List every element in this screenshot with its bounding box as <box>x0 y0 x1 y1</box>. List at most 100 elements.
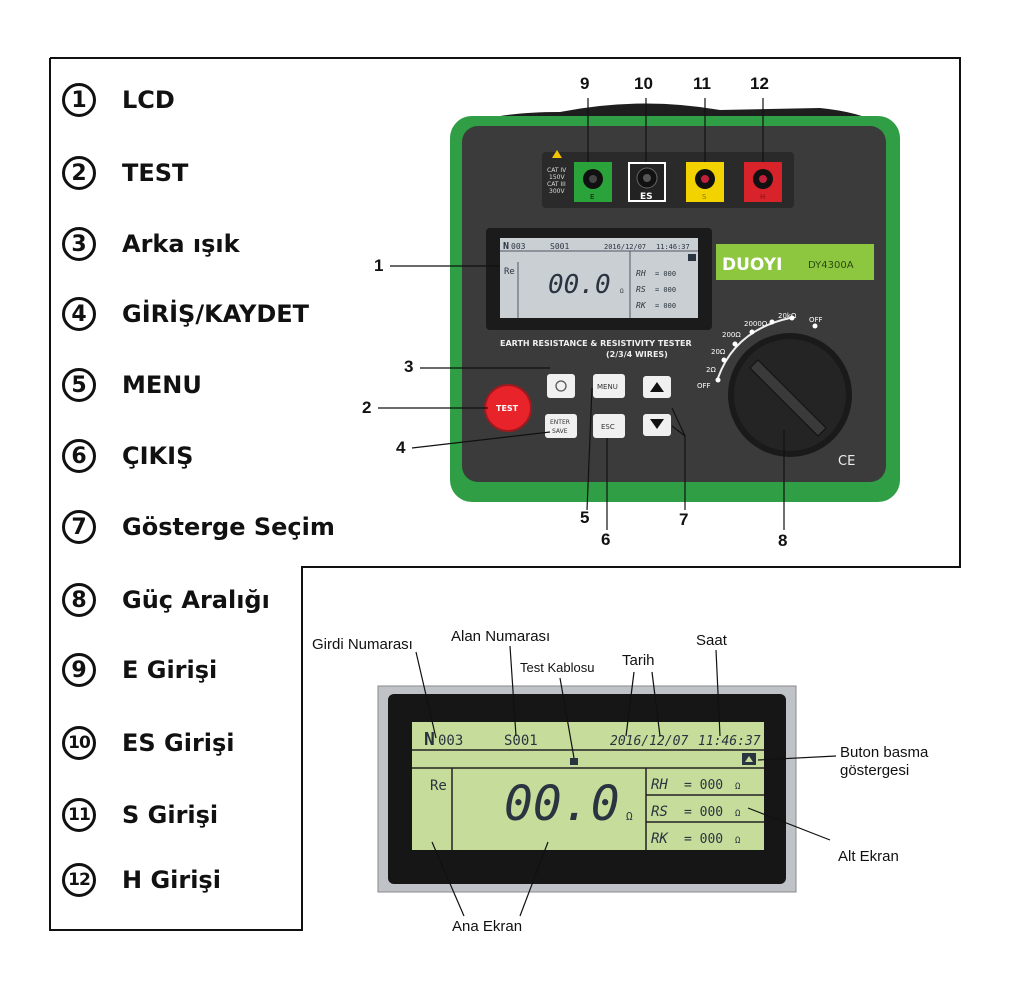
annotation-test-lead: Test Kablosu <box>520 660 595 675</box>
legend-label: H Girişi <box>122 866 221 894</box>
legend-label: Gösterge Seçim <box>122 513 335 541</box>
lcd-main-value: 00.0 <box>504 776 620 832</box>
legend-item-exit: 6 ÇIKIŞ <box>62 436 193 476</box>
small-lcd-main-value: 00.0 <box>548 270 611 300</box>
test-button[interactable]: TEST <box>484 384 532 432</box>
legend-label: Güç Aralığı <box>122 586 270 614</box>
small-lcd-rs-value: = 000 <box>655 286 676 294</box>
legend-label: GİRİŞ/KAYDET <box>122 300 310 328</box>
small-lcd-record-prefix: N <box>503 241 509 252</box>
dial-label: 2000Ω <box>744 320 768 328</box>
lcd-rs-unit: Ω <box>735 809 741 819</box>
legend-label: E Girişi <box>122 656 218 684</box>
lcd-rh-value: = 000 <box>684 778 723 793</box>
cat-line4: 300V <box>549 188 565 195</box>
terminal-e[interactable]: E <box>574 162 612 202</box>
dial-label: 2Ω <box>706 366 716 374</box>
callout-9: 9 <box>580 74 590 93</box>
range-dial[interactable] <box>728 333 852 457</box>
svg-text:ES: ES <box>640 192 653 202</box>
device-title: EARTH RESISTANCE & RESISTIVITY TESTER <box>500 339 692 348</box>
lcd-main-unit: Ω <box>626 810 633 823</box>
test-lead-indicator <box>570 758 578 765</box>
legend-label: ÇIKIŞ <box>122 442 194 470</box>
annotation-site-number: Alan Numarası <box>451 628 551 645</box>
backlight-button[interactable] <box>547 374 575 398</box>
legend-number: 11 <box>62 798 96 832</box>
legend-number: 4 <box>62 297 96 331</box>
cat-line3: CAT III <box>547 181 566 188</box>
annotation-input-number: Girdi Numarası <box>312 636 413 653</box>
annotation-button-press-line1: Buton basma <box>840 744 929 761</box>
model-name: DY4300A <box>808 260 854 271</box>
lcd-rk-value: = 000 <box>684 832 723 847</box>
terminal-h[interactable]: H <box>744 162 782 202</box>
lcd-record-prefix: N <box>424 729 435 750</box>
small-lcd-time: 11:46:37 <box>656 243 690 251</box>
annotation-main-screen: Ana Ekran <box>452 918 523 935</box>
callout-5: 5 <box>580 508 590 527</box>
svg-text:S: S <box>702 193 707 201</box>
cat-line2: 150V <box>549 174 565 181</box>
dial-label: OFF <box>697 382 711 390</box>
legend-number: 5 <box>62 368 96 402</box>
legend-item-lcd: 1 LCD <box>62 80 175 120</box>
lcd-site-number: S001 <box>504 733 538 749</box>
callout-4: 4 <box>396 438 406 457</box>
terminal-es[interactable]: ES <box>628 162 666 202</box>
callout-12: 12 <box>750 74 769 93</box>
callout-2: 2 <box>362 398 372 417</box>
legend-item-h-input: 12 H Girişi <box>62 860 221 900</box>
annotation-button-press-line2: göstergesi <box>840 762 910 779</box>
menu-button[interactable]: MENU <box>593 374 625 398</box>
legend-item-backlight: 3 Arka ışık <box>62 224 240 264</box>
callout-11: 11 <box>693 74 711 93</box>
annotation-time: Saat <box>696 632 727 649</box>
svg-text:H: H <box>760 193 765 201</box>
lcd-date: 2016/12/07 <box>610 734 688 749</box>
svg-text:TEST: TEST <box>496 404 519 413</box>
legend-label: Arka ışık <box>122 230 240 258</box>
warning-icon <box>552 150 562 158</box>
up-button[interactable] <box>643 376 671 398</box>
down-arrow-icon <box>650 419 664 429</box>
dial-label: 20Ω <box>711 348 726 356</box>
esc-button[interactable]: ESC <box>593 414 625 438</box>
svg-text:ENTER: ENTER <box>550 419 570 426</box>
annotation-date: Tarih <box>622 652 655 669</box>
legend-label: ES Girişi <box>122 729 235 757</box>
cat-line1: CAT IV <box>547 167 567 174</box>
up-arrow-icon <box>650 382 664 392</box>
callout-10: 10 <box>634 74 653 93</box>
legend-number: 3 <box>62 227 96 261</box>
legend-label: LCD <box>122 86 175 114</box>
dial-label: 20kΩ <box>778 312 797 320</box>
svg-text:MENU: MENU <box>597 383 618 391</box>
legend-number: 6 <box>62 439 96 473</box>
lcd-screen <box>412 722 764 850</box>
legend-label: TEST <box>122 159 189 187</box>
small-lcd-rs: RS <box>636 285 646 294</box>
legend-number: 12 <box>62 863 96 897</box>
enter-save-button[interactable]: ENTER SAVE <box>545 414 577 438</box>
lcd-rk-unit: Ω <box>735 836 741 846</box>
callout-7: 7 <box>679 510 689 529</box>
callout-6: 6 <box>601 530 611 549</box>
sun-icon <box>555 380 567 392</box>
down-button[interactable] <box>643 414 671 436</box>
svg-text:E: E <box>590 193 594 201</box>
callout-8: 8 <box>778 531 788 550</box>
legend-number: 1 <box>62 83 96 117</box>
annotation-sub-screen: Alt Ekran <box>838 848 899 865</box>
small-lcd-rh-value: = 000 <box>655 270 676 278</box>
dial-label: 200Ω <box>722 331 741 339</box>
legend-label: MENU <box>122 371 202 399</box>
small-lcd-main-unit: Ω <box>620 288 624 295</box>
terminal-s[interactable]: S <box>686 162 724 202</box>
